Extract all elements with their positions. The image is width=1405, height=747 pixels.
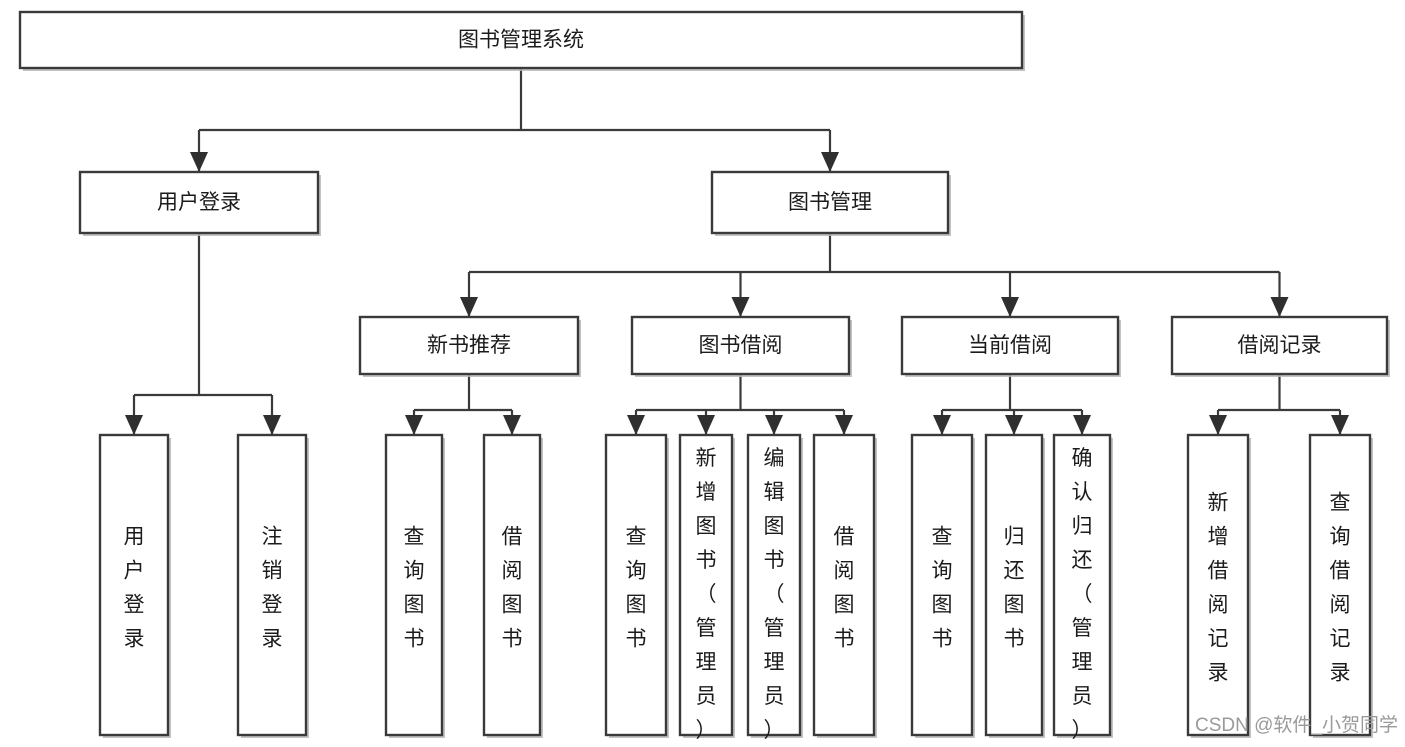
arrow-head-icon bbox=[190, 152, 208, 172]
node-leaf-query-book-2[interactable]: 查询图书 bbox=[604, 433, 669, 738]
node-layer: 图书管理系统用户登录图书管理新书推荐图书借阅当前借阅借阅记录用户登录注销登录查询… bbox=[18, 10, 1390, 742]
arrow-head-icon bbox=[835, 415, 853, 435]
node-label: 归还图书 bbox=[1004, 526, 1025, 651]
arrow-head-icon bbox=[263, 415, 281, 435]
node-label: 新书推荐 bbox=[427, 334, 511, 357]
arrow-head-icon bbox=[933, 415, 951, 435]
node-label: 新增借阅记录 bbox=[1208, 492, 1229, 685]
node-leaf-user-login[interactable]: 用户登录 bbox=[98, 433, 171, 738]
node-label: 注销登录 bbox=[262, 526, 283, 651]
arrow-head-icon bbox=[697, 415, 715, 435]
node-leaf-user-logout[interactable]: 注销登录 bbox=[236, 433, 309, 738]
node-leaf-borrow-book-2[interactable]: 借阅图书 bbox=[812, 433, 877, 738]
csdn-watermark: CSDN @软件_小贺同学 bbox=[1195, 714, 1398, 736]
node-user-login[interactable]: 用户登录 bbox=[78, 170, 321, 236]
arrow-head-icon bbox=[1005, 415, 1023, 435]
node-leaf-add-book[interactable]: 新增图书（管理员） bbox=[678, 433, 735, 742]
node-root-system[interactable]: 图书管理系统 bbox=[18, 10, 1025, 71]
node-label: 当前借阅 bbox=[968, 334, 1052, 357]
node-label: 查询借阅记录 bbox=[1330, 492, 1351, 685]
node-label: 编辑图书（管理员） bbox=[764, 447, 785, 742]
arrow-head-icon bbox=[627, 415, 645, 435]
node-label: 图书管理 bbox=[788, 191, 872, 214]
node-leaf-query-book-3[interactable]: 查询图书 bbox=[910, 433, 975, 738]
node-leaf-confirm-return[interactable]: 确认归还（管理员） bbox=[1052, 433, 1113, 742]
node-label: 图书管理系统 bbox=[458, 29, 584, 52]
node-label: 查询图书 bbox=[404, 526, 425, 651]
node-label: 借阅记录 bbox=[1238, 334, 1322, 357]
arrow-head-icon bbox=[460, 297, 478, 317]
node-new-book-rec[interactable]: 新书推荐 bbox=[358, 315, 581, 377]
node-label: 用户登录 bbox=[124, 526, 145, 651]
node-label: 查询图书 bbox=[932, 526, 953, 651]
node-leaf-query-record[interactable]: 查询借阅记录 bbox=[1308, 433, 1373, 738]
node-book-manage[interactable]: 图书管理 bbox=[710, 170, 951, 236]
arrow-head-icon bbox=[1073, 415, 1091, 435]
arrow-head-icon bbox=[1270, 297, 1289, 317]
node-label: 查询图书 bbox=[626, 526, 647, 651]
node-leaf-edit-book[interactable]: 编辑图书（管理员） bbox=[746, 433, 803, 742]
node-leaf-return-book[interactable]: 归还图书 bbox=[984, 433, 1045, 738]
node-leaf-query-book-1[interactable]: 查询图书 bbox=[384, 433, 445, 738]
arrow-head-icon bbox=[503, 415, 521, 435]
node-label: 用户登录 bbox=[157, 191, 241, 214]
node-label: 新增图书（管理员） bbox=[696, 447, 717, 742]
arrow-head-icon bbox=[1209, 415, 1227, 435]
arrow-head-icon bbox=[731, 297, 750, 317]
arrow-head-icon bbox=[765, 415, 783, 435]
arrow-head-icon bbox=[405, 415, 423, 435]
node-leaf-borrow-book-1[interactable]: 借阅图书 bbox=[482, 433, 543, 738]
node-book-borrow[interactable]: 图书借阅 bbox=[630, 315, 852, 377]
connector-layer bbox=[125, 68, 1349, 435]
node-label: 借阅图书 bbox=[834, 526, 855, 651]
node-leaf-add-record[interactable]: 新增借阅记录 bbox=[1186, 433, 1251, 738]
node-current-borrow[interactable]: 当前借阅 bbox=[900, 315, 1121, 377]
arrow-head-icon bbox=[125, 415, 143, 435]
node-borrow-record[interactable]: 借阅记录 bbox=[1170, 315, 1390, 377]
arrow-head-icon bbox=[1001, 297, 1019, 317]
node-label: 借阅图书 bbox=[502, 526, 523, 651]
node-label: 图书借阅 bbox=[699, 334, 783, 357]
arrow-head-icon bbox=[821, 152, 839, 172]
node-label: 确认归还（管理员） bbox=[1072, 447, 1093, 742]
arrow-head-icon bbox=[1331, 415, 1349, 435]
